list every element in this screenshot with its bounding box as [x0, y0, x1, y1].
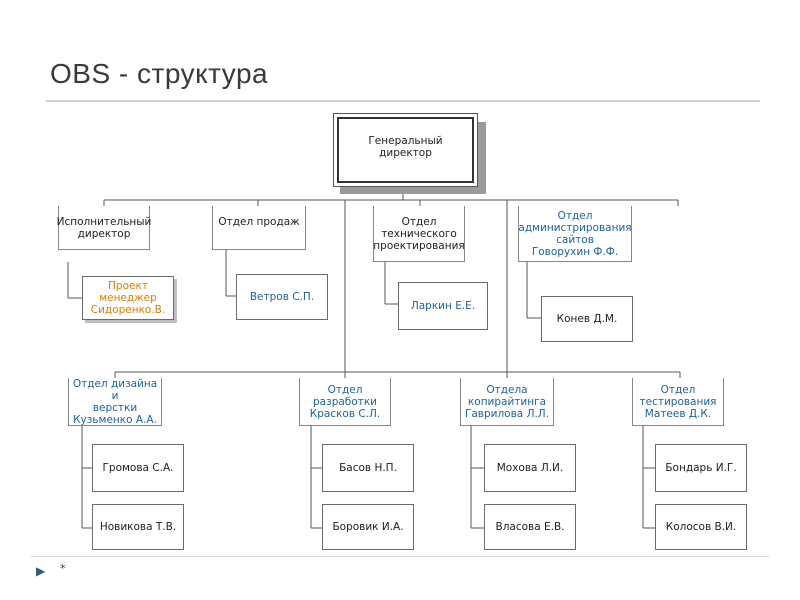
footer-divider [30, 556, 770, 557]
box-test-emp-2: Колосов В.И. [655, 504, 747, 550]
box-admin-head: Конев Д.М. [541, 296, 633, 342]
title-divider [46, 100, 760, 102]
box-test-dept: Отдел тестирования Матеев Д.К. [632, 378, 724, 426]
box-design-emp-1: Громова С.А. [92, 444, 184, 492]
footer-star: * [60, 562, 66, 575]
box-dev-emp-2: Боровик И.А. [322, 504, 414, 550]
box-tech-dept: Отдел технического проектирования [373, 206, 465, 262]
box-design-dept: Отдел дизайна и верстки Кузьменко А.А. [68, 378, 162, 426]
box-copy-emp-1: Мохова Л.И. [484, 444, 576, 492]
box-project-manager: Проект менеджер Сидоренко.В. [82, 276, 174, 320]
box-sales-dept: Отдел продаж [212, 206, 306, 250]
page-title: OBS - структура [50, 58, 269, 89]
bullet-arrow-icon: ▶ [36, 564, 46, 578]
box-dev-emp-1: Басов Н.П. [322, 444, 414, 492]
box-copy-emp-2: Власова Е.В. [484, 504, 576, 550]
box-exec-director: Исполнительный директор [57, 206, 151, 250]
box-design-emp-2: Новикова Т.В. [92, 504, 184, 550]
box-test-emp-1: Бондарь И.Г. [655, 444, 747, 492]
box-ceo-label: Генеральный директор [337, 117, 474, 183]
box-dev-dept: Отдел разработки Красков С.Л. [299, 378, 391, 426]
box-admin-dept: Отдел администрирования сайтов Говорухин… [518, 206, 632, 262]
box-copy-dept: Отдела копирайтинга Гаврилова Л.Л. [460, 378, 554, 426]
box-sales-head: Ветров С.П. [236, 274, 328, 320]
box-tech-head: Ларкин Е.Е. [398, 282, 488, 330]
